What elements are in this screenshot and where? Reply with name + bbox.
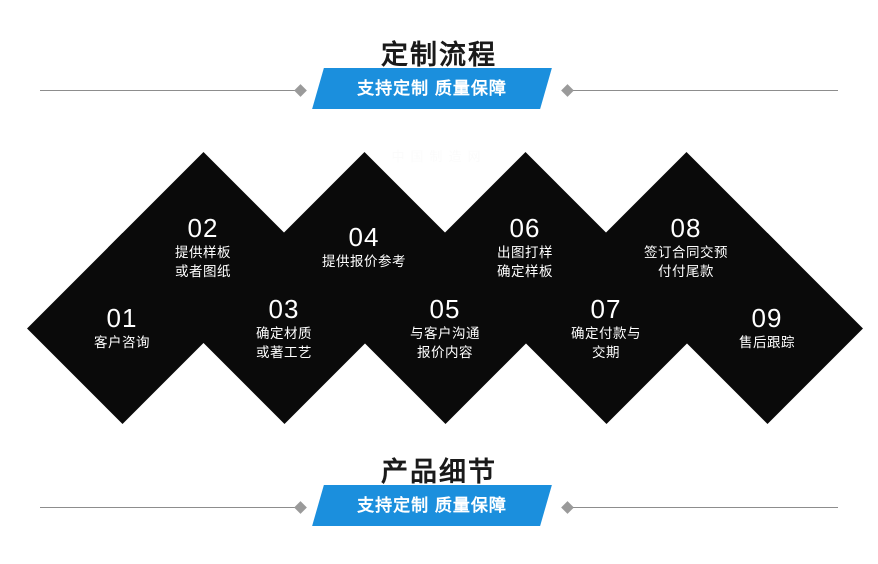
divider-diamond-right-top [561, 84, 574, 97]
divider-diamond-left-top [294, 84, 307, 97]
watermark-text: 中国制造网 [391, 149, 487, 164]
divider-diamond-right-bottom [561, 501, 574, 514]
page-title-top: 定制流程 [381, 40, 497, 70]
divider-line-right-bottom [573, 507, 838, 508]
divider-line-left-bottom [40, 507, 298, 508]
process-flow: 01 客户咨询 02 提供样板 或者图纸 03 确定材质 或著工艺 04 提供报… [0, 152, 878, 424]
page-title-bottom: 产品细节 [381, 457, 497, 487]
divider-diamond-left-bottom [294, 501, 307, 514]
divider-line-right-top [573, 90, 838, 91]
promo-banner-label-bottom: 支持定制 质量保障 [357, 496, 507, 515]
promo-banner-label-top: 支持定制 质量保障 [357, 79, 507, 98]
divider-line-left-top [40, 90, 298, 91]
section-header-bottom: 产品细节 支持定制 质量保障 [0, 455, 878, 545]
section-header-top: 定制流程 支持定制 质量保障 [0, 38, 878, 128]
